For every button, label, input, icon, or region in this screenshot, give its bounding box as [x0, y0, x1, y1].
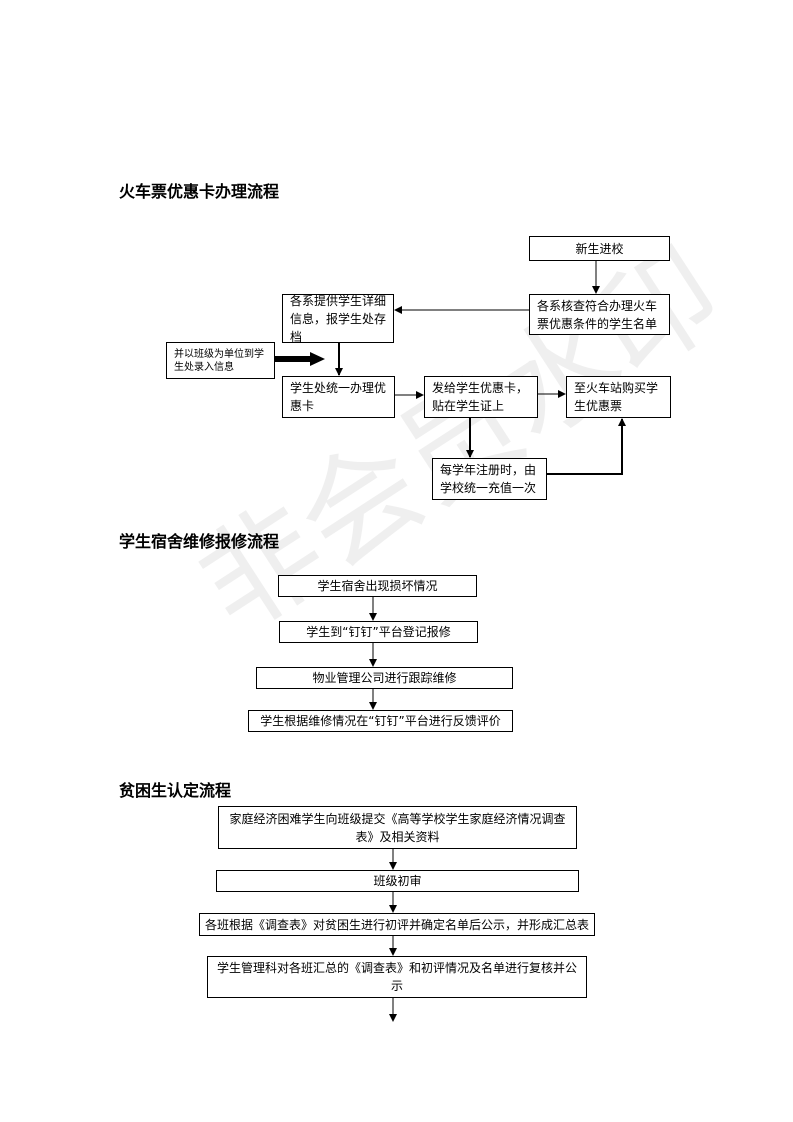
dorm-step-3-label: 物业管理公司进行跟踪维修 — [312, 671, 457, 685]
dorm-step-1-label: 学生宿舍出现损坏情况 — [317, 579, 438, 593]
poverty-step-3-label: 各班根据《调查表》对贫困生进行初评并确定名单后公示，并形成汇总表 — [204, 917, 589, 932]
poverty-step-3: 各班根据《调查表》对贫困生进行初评并确定名单后公示，并形成汇总表 — [199, 913, 595, 936]
recharge-box: 每学年注册时，由学校统一充值一次 — [432, 458, 547, 500]
station-ticket-box: 至火车站购买学生优惠票 — [566, 376, 671, 418]
class-input-box: 并以班级为单位到学生处录入信息 — [166, 342, 275, 379]
poverty-section-title: 贫困生认定流程 — [119, 781, 232, 800]
issue-card-label: 发给学生优惠卡，贴在学生证上 — [432, 381, 529, 413]
dorm-step-4-label: 学生根据维修情况在“钉钉”平台进行反馈评价 — [260, 714, 501, 728]
arrow-recharge-to-station — [547, 418, 626, 475]
poverty-step-4: 学生管理科对各班汇总的《调查表》和初评情况及名单进行复核并公示 — [207, 956, 587, 998]
dorm-section-title: 学生宿舍维修报修流程 — [119, 532, 280, 551]
dorm-step-3: 物业管理公司进行跟踪维修 — [256, 667, 513, 689]
dept-check-label: 各系核查符合办理火车票优惠条件的学生名单 — [537, 298, 658, 331]
unified-card-label: 学生处统一办理优惠卡 — [290, 381, 387, 413]
poverty-step-1-label: 家庭经济困难学生向班级提交《高等学校学生家庭经济情况调查表》及相关资料 — [229, 811, 566, 844]
poverty-step-1: 家庭经济困难学生向班级提交《高等学校学生家庭经济情况调查表》及相关资料 — [218, 806, 577, 849]
railway-section-title: 火车票优惠卡办理流程 — [119, 182, 280, 201]
dept-provide-label: 各系提供学生详细信息，报学生处存档 — [290, 293, 387, 344]
dept-provide-box: 各系提供学生详细信息，报学生处存档 — [282, 293, 394, 344]
class-input-label: 并以班级为单位到学生处录入信息 — [174, 348, 264, 373]
unified-card-box: 学生处统一办理优惠卡 — [282, 376, 395, 418]
dorm-step-2-label: 学生到“钉钉”平台登记报修 — [306, 625, 451, 639]
poverty-step-2: 班级初审 — [216, 870, 579, 892]
dorm-step-1: 学生宿舍出现损坏情况 — [278, 575, 477, 597]
dept-check-box: 各系核查符合办理火车票优惠条件的学生名单 — [529, 294, 670, 335]
dorm-step-4: 学生根据维修情况在“钉钉”平台进行反馈评价 — [248, 710, 513, 732]
station-ticket-label: 至火车站购买学生优惠票 — [574, 381, 659, 413]
issue-card-box: 发给学生优惠卡，贴在学生证上 — [424, 376, 538, 418]
new-student-box: 新生进校 — [529, 236, 670, 261]
poverty-step-2-label: 班级初审 — [373, 874, 422, 888]
recharge-label: 每学年注册时，由学校统一充值一次 — [440, 463, 537, 495]
new-student-label: 新生进校 — [575, 241, 624, 256]
dorm-step-2: 学生到“钉钉”平台登记报修 — [279, 621, 478, 643]
poverty-step-4-label: 学生管理科对各班汇总的《调查表》和初评情况及名单进行复核并公示 — [216, 961, 577, 993]
arrow-class-input-to-unified — [275, 352, 325, 366]
